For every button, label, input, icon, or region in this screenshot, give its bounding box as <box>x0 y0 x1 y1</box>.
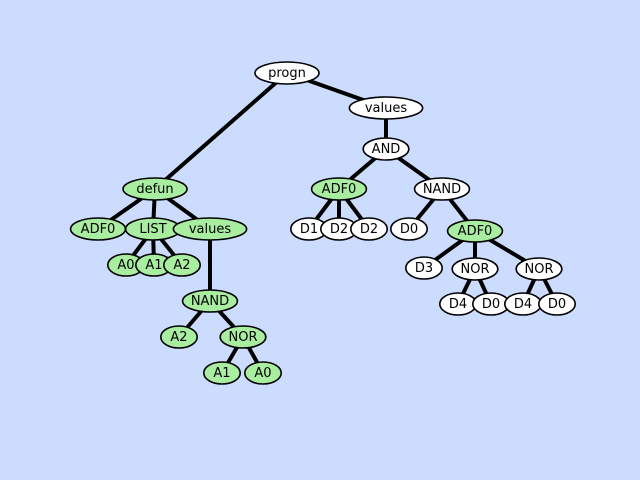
node-label: D2 <box>360 222 378 237</box>
node-label: NAND <box>423 182 461 197</box>
node-d3: D3 <box>404 256 443 280</box>
node-label: A1 <box>145 258 162 273</box>
node-nand: NAND <box>413 177 471 201</box>
tree-edge <box>153 71 289 191</box>
node-label: D0 <box>482 297 500 312</box>
node-label: A1 <box>213 366 230 381</box>
node-label: ADF0 <box>458 224 493 239</box>
node-adf0: ADF0 <box>446 219 504 243</box>
node-list: LIST <box>124 217 182 241</box>
node-shape <box>172 217 248 241</box>
node-shape <box>219 325 267 349</box>
node-label: NOR <box>229 330 258 345</box>
node-shape <box>310 177 368 201</box>
node-nand: NAND <box>181 289 239 313</box>
node-d2: D2 <box>349 217 388 241</box>
node-shape <box>122 177 188 201</box>
node-d0: D0 <box>471 292 510 316</box>
node-label: D4 <box>514 297 532 312</box>
node-shape <box>362 137 410 161</box>
node-shape <box>348 96 424 120</box>
node-a0: A0 <box>244 361 283 385</box>
node-and: AND <box>362 137 410 161</box>
node-shape <box>244 361 283 385</box>
node-d4: D4 <box>438 292 477 316</box>
node-label: defun <box>136 182 173 197</box>
node-shape <box>451 257 499 281</box>
node-d1: D1 <box>289 217 328 241</box>
node-shape <box>413 177 471 201</box>
node-label: A2 <box>173 258 190 273</box>
node-label: D3 <box>415 261 433 276</box>
node-shape <box>404 256 443 280</box>
node-shape <box>515 257 563 281</box>
node-shape <box>254 61 320 85</box>
node-label: D2 <box>330 222 348 237</box>
node-a0: A0 <box>107 253 146 277</box>
node-d0: D0 <box>537 292 576 316</box>
node-a1: A1 <box>203 361 242 385</box>
node-values: values <box>348 96 424 120</box>
node-label: ADF0 <box>81 222 116 237</box>
node-d4: D4 <box>503 292 542 316</box>
node-label: NAND <box>191 294 229 309</box>
node-values: values <box>172 217 248 241</box>
node-nor: NOR <box>451 257 499 281</box>
node-a2: A2 <box>160 325 199 349</box>
node-defun: defun <box>122 177 188 201</box>
node-label: progn <box>268 66 306 81</box>
node-label: ADF0 <box>322 182 357 197</box>
node-label: D0 <box>400 222 418 237</box>
node-progn: progn <box>254 61 320 85</box>
node-label: values <box>189 222 232 237</box>
node-shape <box>203 361 242 385</box>
node-a2: A2 <box>163 253 202 277</box>
node-adf0: ADF0 <box>310 177 368 201</box>
node-label: D4 <box>449 297 467 312</box>
node-shape <box>537 292 576 316</box>
node-label: LIST <box>139 222 166 237</box>
node-shape <box>446 219 504 243</box>
node-label: A2 <box>170 330 187 345</box>
node-nor: NOR <box>515 257 563 281</box>
node-shape <box>181 289 239 313</box>
node-label: values <box>365 101 408 116</box>
node-label: D1 <box>300 222 318 237</box>
node-shape <box>349 217 388 241</box>
node-d0: D0 <box>389 217 428 241</box>
node-label: AND <box>372 142 401 157</box>
node-label: NOR <box>525 262 554 277</box>
node-label: NOR <box>461 262 490 277</box>
node-label: A0 <box>117 258 134 273</box>
node-shape <box>160 325 199 349</box>
node-nor: NOR <box>219 325 267 349</box>
node-label: D0 <box>548 297 566 312</box>
node-shape <box>389 217 428 241</box>
node-shape <box>163 253 202 277</box>
node-label: A0 <box>254 366 271 381</box>
node-adf0: ADF0 <box>69 217 127 241</box>
